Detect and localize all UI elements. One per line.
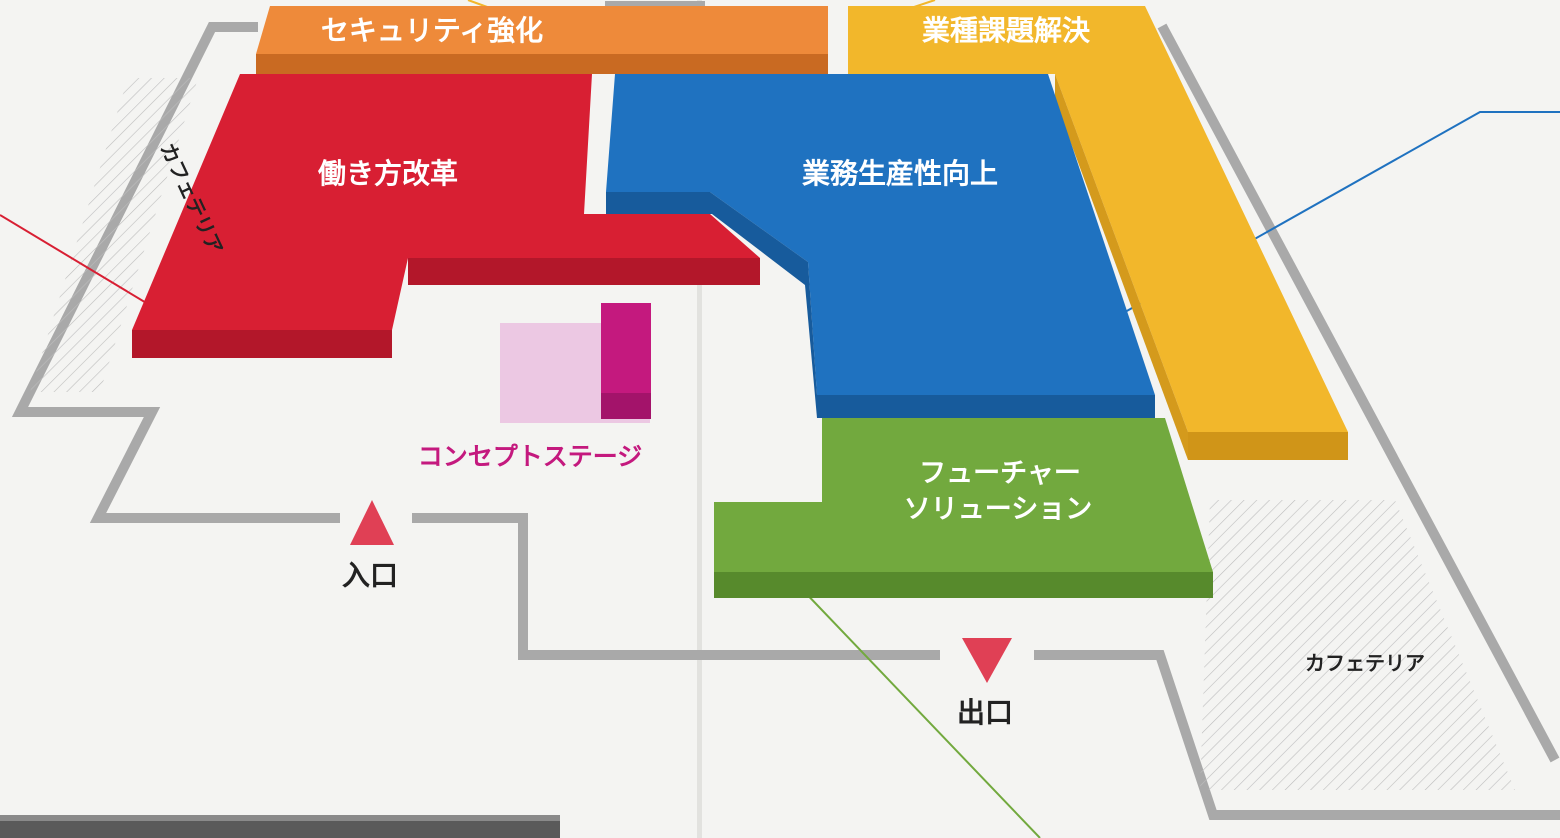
zone-future-label-line2: ソリューション bbox=[904, 494, 1092, 525]
leader-line-workstyle bbox=[0, 214, 149, 305]
zone-security-label: セキュリティ強化 bbox=[321, 14, 543, 47]
exit-down-arrow-icon bbox=[962, 638, 1012, 683]
zone-workstyle-label: 働き方改革 bbox=[317, 157, 458, 190]
zone-industry[interactable]: 業種課題解決 bbox=[848, 6, 1348, 460]
cafeteria-right-label: カフェテリア bbox=[1305, 651, 1425, 675]
cafeteria-right-hatch bbox=[1200, 500, 1515, 790]
exit-marker: 出口 bbox=[957, 638, 1013, 729]
entrance-marker: 入口 bbox=[342, 500, 398, 592]
zone-concept-stage[interactable]: コンセプトステージ bbox=[418, 303, 651, 471]
zone-security[interactable]: セキュリティ強化 bbox=[256, 6, 828, 74]
zone-industry-label: 業種課題解決 bbox=[922, 14, 1091, 47]
zone-productivity-label: 業務生産性向上 bbox=[802, 157, 998, 190]
zone-workstyle[interactable]: 働き方改革 bbox=[132, 74, 760, 358]
entrance-label: 入口 bbox=[342, 559, 398, 592]
cafeteria-left-hatch bbox=[30, 78, 198, 392]
leader-line-future bbox=[797, 584, 1041, 838]
entrance-up-arrow-icon bbox=[350, 500, 394, 545]
page-gutter bbox=[697, 0, 702, 838]
zone-productivity[interactable]: 業務生産性向上 bbox=[606, 74, 1155, 418]
zone-future-label-line1: フューチャー bbox=[919, 458, 1081, 489]
photo-strip-highlight bbox=[0, 815, 560, 821]
zone-concept-stage-label: コンセプトステージ bbox=[418, 442, 643, 471]
zone-future[interactable]: フューチャー ソリューション bbox=[714, 418, 1213, 598]
exit-label: 出口 bbox=[957, 696, 1013, 729]
